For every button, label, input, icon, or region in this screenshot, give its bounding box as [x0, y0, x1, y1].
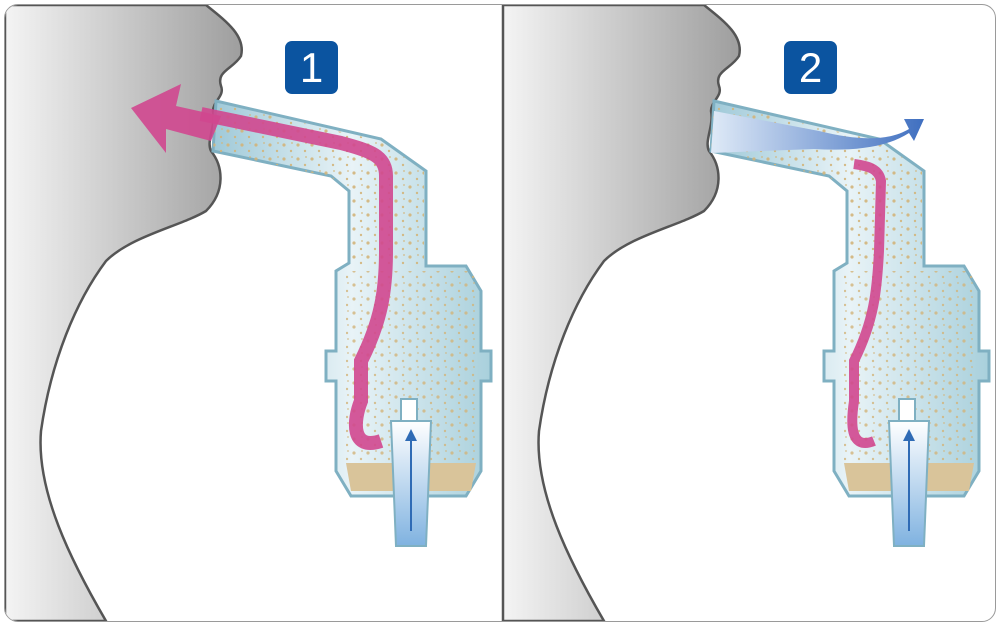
diagram-canvas: [5, 5, 991, 621]
face-silhouette: [501, 5, 742, 621]
nebulizer-device: [211, 99, 493, 548]
panel-2-exhale: [501, 5, 991, 621]
exhale-flow-arrow: [711, 111, 924, 153]
step-2-badge: 2: [784, 41, 837, 94]
inhale-arrowhead-icon: [131, 84, 221, 153]
aerosol-flow-arrow: [199, 107, 393, 450]
step-1-badge: 1: [285, 41, 338, 94]
face-silhouette: [5, 5, 244, 621]
nebulizer-device: [709, 99, 991, 548]
aerosol-flow-arrow: [847, 159, 887, 448]
panel-1-inhale: [5, 5, 493, 621]
nebulizer-diagram: 1 2: [4, 4, 996, 622]
